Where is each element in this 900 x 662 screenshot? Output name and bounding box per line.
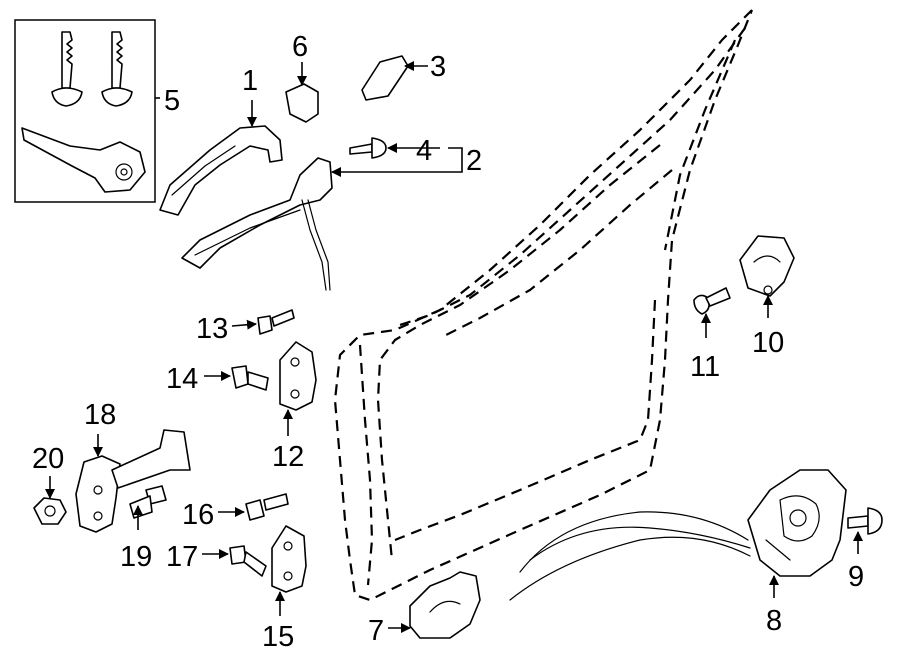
callout-12: 12 xyxy=(272,441,304,473)
callout-11: 11 xyxy=(690,351,720,383)
callout-20: 20 xyxy=(32,443,64,475)
callout-7: 7 xyxy=(368,615,384,647)
outer-handle xyxy=(159,125,283,216)
cap xyxy=(285,83,319,123)
callout-10: 10 xyxy=(752,327,784,359)
callout-15: 15 xyxy=(262,621,294,653)
callout-18: 18 xyxy=(84,399,116,431)
lock-actuator-8 xyxy=(509,469,847,601)
bracket-7 xyxy=(409,571,481,639)
bolt-13 xyxy=(257,309,295,335)
callout-5: 5 xyxy=(164,85,180,117)
callout-17: 17 xyxy=(166,541,198,573)
callout-6: 6 xyxy=(292,31,308,63)
key-icon-right xyxy=(101,31,133,107)
bolt-17 xyxy=(229,545,267,577)
bolt-19 xyxy=(129,485,167,519)
callout-16: 16 xyxy=(182,499,214,531)
door-outline xyxy=(333,9,754,602)
lock-cylinder xyxy=(21,127,146,193)
callout-14: 14 xyxy=(166,363,198,395)
bolt-11 xyxy=(693,287,731,315)
bolt-14 xyxy=(231,365,269,391)
key-icon-left xyxy=(51,31,83,107)
callout-2: 2 xyxy=(466,145,482,177)
nut-20 xyxy=(33,497,67,525)
hinge-15 xyxy=(271,525,307,593)
door-check-18 xyxy=(75,429,191,533)
cover xyxy=(361,55,409,101)
callout-9: 9 xyxy=(848,561,864,593)
callout-4: 4 xyxy=(416,135,432,167)
hinge-12 xyxy=(279,341,317,411)
callout-8: 8 xyxy=(766,605,782,637)
callout-19: 19 xyxy=(120,541,152,573)
callout-1: 1 xyxy=(242,65,258,97)
key-set-box xyxy=(14,19,156,203)
striker-10 xyxy=(739,235,795,297)
callout-numbers: 1 2 3 4 5 6 7 8 9 10 11 12 13 14 15 16 1… xyxy=(32,31,864,653)
bolt-9 xyxy=(847,507,883,535)
leader-lines xyxy=(45,61,863,633)
callout-13: 13 xyxy=(196,313,228,345)
bolt-16 xyxy=(245,493,289,521)
callout-3: 3 xyxy=(430,51,446,83)
screw-4 xyxy=(349,137,387,159)
